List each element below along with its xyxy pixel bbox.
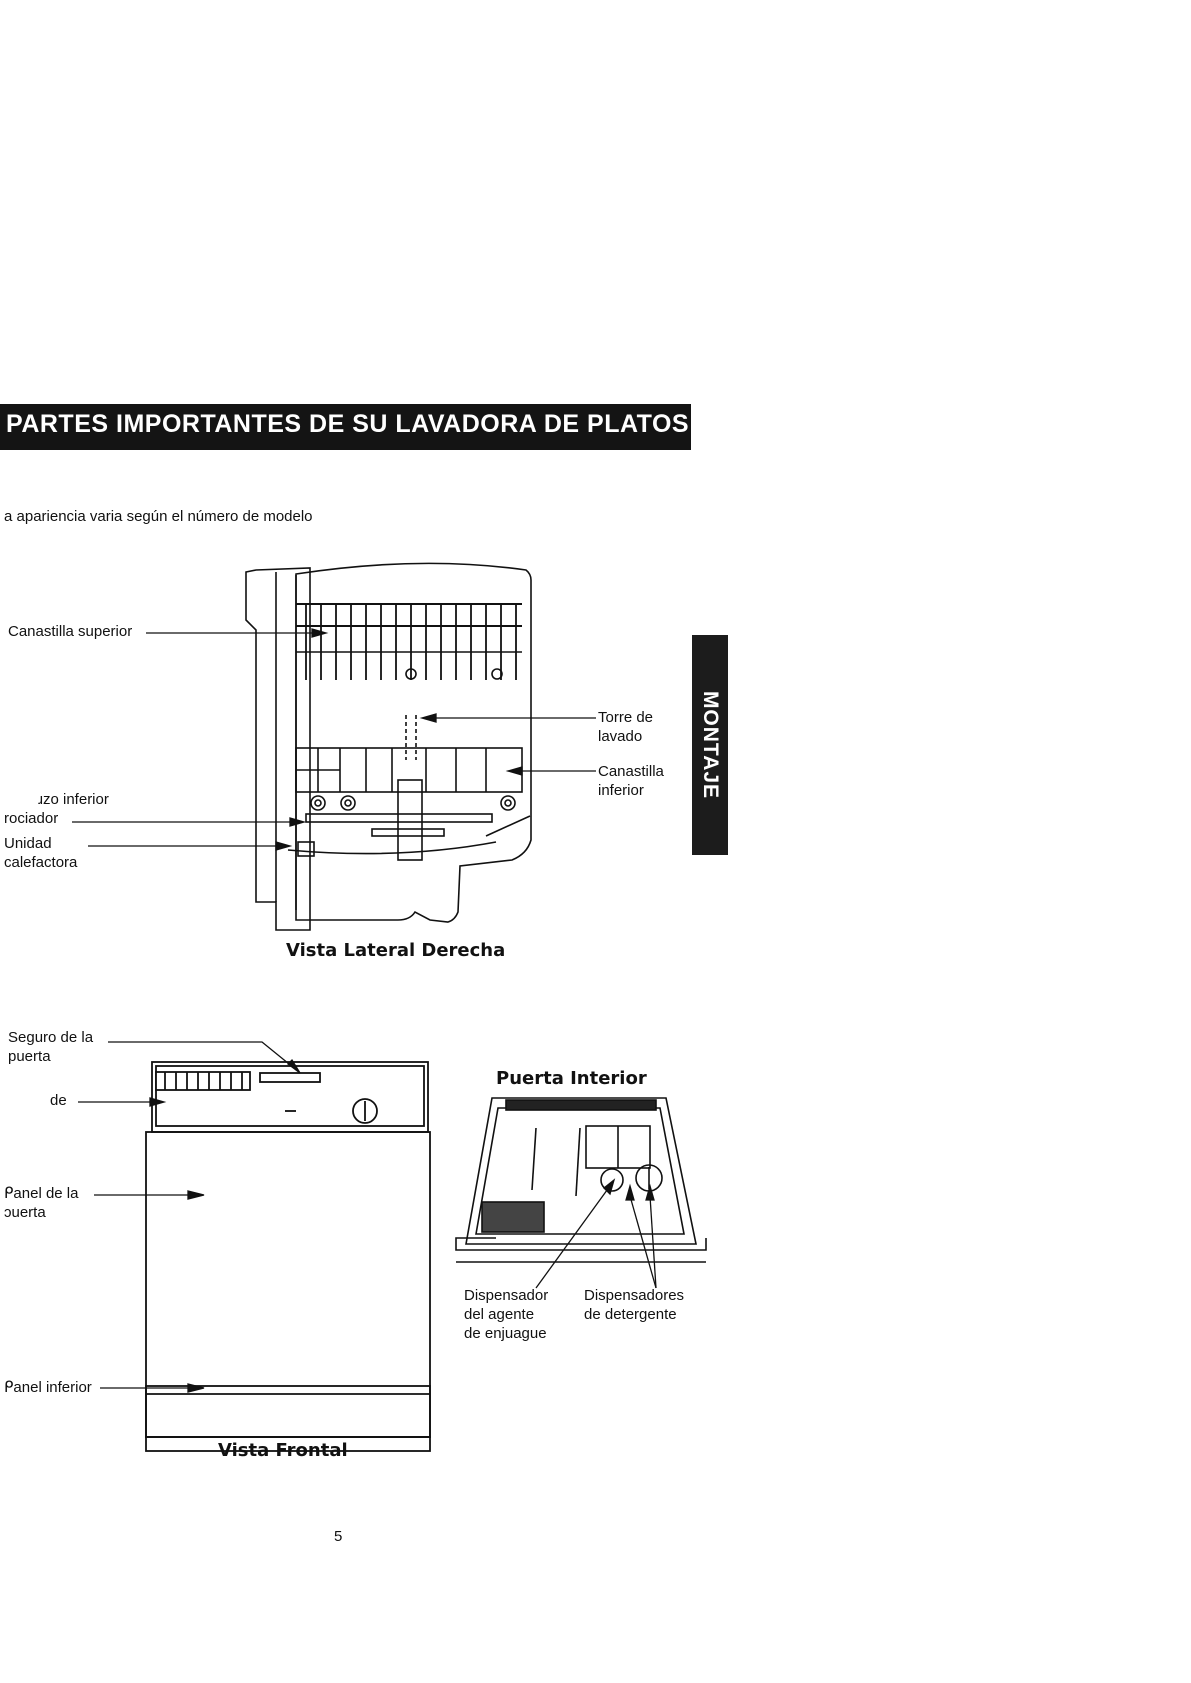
lower-rack-label: Canastilla inferior bbox=[598, 763, 664, 799]
door-interior-caption: Puerta Interior bbox=[496, 1068, 647, 1089]
section-side-tab: MONTAJE bbox=[692, 635, 728, 855]
door-interior-leader-lines bbox=[535, 1178, 657, 1289]
front-view-illustration bbox=[145, 1061, 431, 1452]
detergent-dispensers-label: Dispensadores de detergente bbox=[584, 1287, 685, 1323]
side-view-illustration bbox=[245, 562, 532, 931]
rinse-aid-dispenser-label: Dispensador del agente de enjuague bbox=[464, 1287, 549, 1342]
side-view-leader-lines bbox=[72, 628, 596, 851]
intro-note: a apariencia varia según el número de mo… bbox=[4, 508, 313, 525]
heating-unit-label: Unidad calefactora bbox=[4, 835, 78, 871]
lower-panel-label: ᑭanel inferior bbox=[4, 1379, 92, 1396]
side-view-caption: Vista Lateral Derecha bbox=[286, 940, 506, 961]
door-interior-illustration bbox=[455, 1097, 707, 1263]
lower-spray-arm-label: ɹzo inferior rociador bbox=[4, 791, 109, 827]
front-view-leader-lines bbox=[78, 1041, 301, 1393]
section-title: PARTES IMPORTANTES DE SU LAVADORA DE PLA… bbox=[6, 410, 690, 438]
door-latch-label: Seguro de la puerta bbox=[8, 1029, 94, 1065]
section-header: PARTES IMPORTANTES DE SU LAVADORA DE PLA… bbox=[0, 404, 691, 450]
wash-tower-label: Torre de lavado bbox=[598, 709, 654, 745]
control-panel-label: de bbox=[50, 1092, 67, 1109]
side-tab-label: MONTAJE bbox=[699, 690, 722, 800]
page-number: 5 bbox=[334, 1528, 343, 1545]
door-panel-label: ᑭanel de la ɔuerta bbox=[4, 1185, 79, 1221]
upper-rack-label: Canastilla superior bbox=[8, 623, 133, 640]
front-view-caption: Vista Frontal bbox=[218, 1440, 348, 1461]
